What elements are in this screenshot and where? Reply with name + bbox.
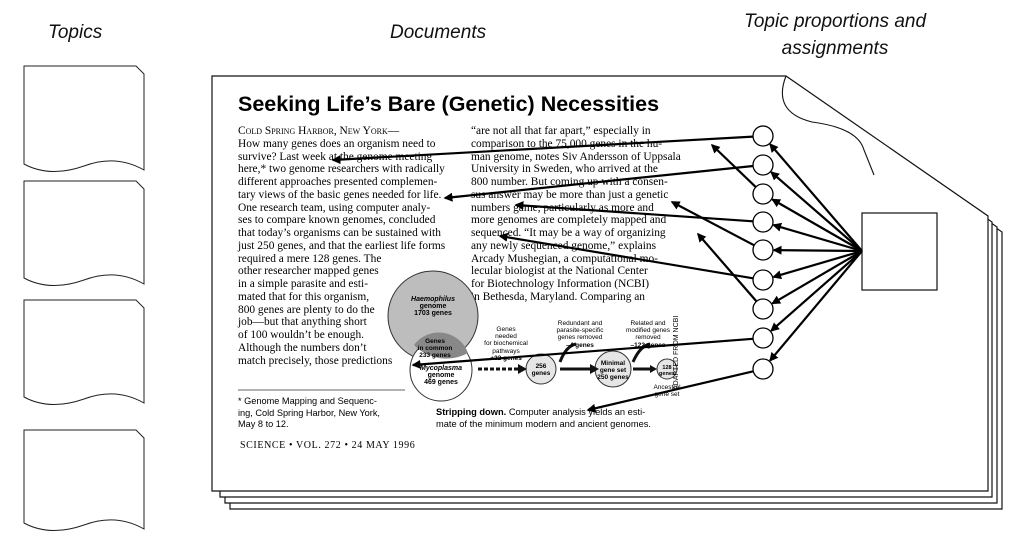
proportion-arrow-1: [770, 144, 862, 251]
topic-assignment-circle-8: [753, 328, 773, 348]
topic-assignment-circle-2: [753, 155, 773, 175]
topic-assignment-circle-4: [753, 212, 773, 232]
word-assignment-arrow-8: [413, 339, 753, 365]
proportion-arrow-7: [773, 251, 863, 303]
word-assignment-arrow-5: [672, 202, 754, 245]
word-assignment-arrow-4: [516, 205, 753, 221]
topic-assignment-circle-7: [753, 299, 773, 319]
topic-assignment-circle-3: [753, 184, 773, 204]
proportion-arrow-3: [773, 200, 863, 252]
proportion-arrow-8: [771, 251, 862, 331]
word-assignment-arrow-1: [333, 137, 753, 160]
word-assignment-arrow-9: [588, 371, 753, 410]
word-assignment-arrow-2: [445, 166, 753, 198]
topic-assignment-circle-9: [753, 359, 773, 379]
proportion-arrow-2: [771, 172, 862, 251]
topic-assignment-circle-5: [753, 240, 773, 260]
topic-assignment-circle-6: [753, 270, 773, 290]
word-assignment-arrow-7: [698, 234, 757, 301]
proportion-arrow-5: [774, 250, 862, 251]
topic-assignment-circle-1: [753, 126, 773, 146]
word-assignment-arrow-6: [500, 236, 753, 278]
proportion-arrow-9: [770, 251, 862, 361]
